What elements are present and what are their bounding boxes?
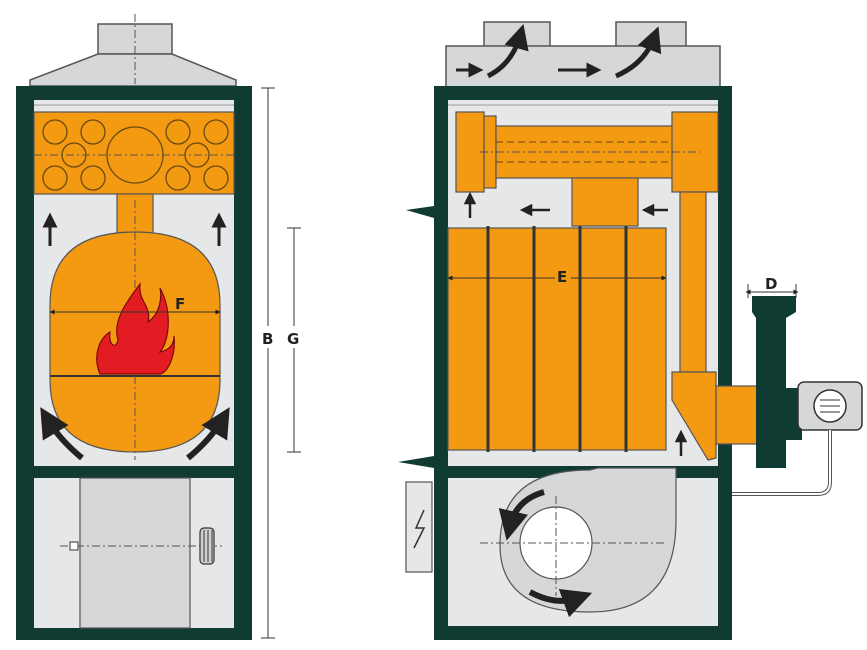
electrical-box-icon [405,481,433,573]
side-combustion-chamber [447,227,667,451]
motor-pulley-icon [199,527,215,565]
front-frame-top [16,86,252,100]
fan-icon [480,467,677,618]
flue-hood [29,53,237,87]
front-fan-housing [79,477,191,629]
front-frame-left [16,86,34,640]
top-plenum [445,45,721,89]
flame-icon [96,281,175,375]
burner-assembly [715,296,863,496]
dimension-f-label: F [175,295,185,313]
front-frame-bottom [16,628,252,640]
front-frame-mid [16,466,252,478]
front-view: F B G [16,14,303,640]
flue-duct [679,191,707,373]
plenum-arrows [456,23,662,79]
side-view: E [398,21,863,640]
dimension-e-label: E [557,268,567,286]
chamber-fins [486,226,628,452]
dimension-b-label: B [262,330,273,348]
front-frame-right [234,86,252,640]
dimension-d-label: D [765,275,777,293]
dimension-g-label: G [287,330,299,348]
